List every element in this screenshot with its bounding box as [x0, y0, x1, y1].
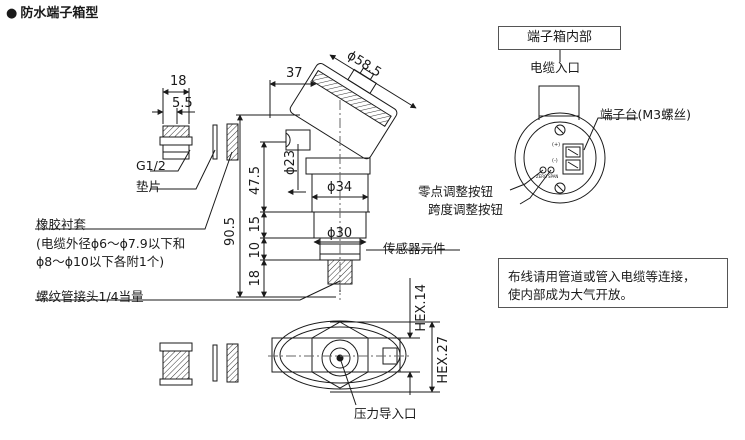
top-view: [271, 320, 407, 390]
label-cable-diameter-2: ϕ8～ϕ10以下各附1个): [36, 254, 165, 269]
neck: [305, 157, 371, 175]
rubber-bushing-part: [226, 123, 239, 161]
terminal-box-internal-view: [514, 48, 606, 204]
dim-hex14: HEX.14: [414, 284, 429, 332]
pin-plus-label: (+): [552, 142, 561, 148]
label-thread-fitting: 螺纹管接头1/4当量: [36, 289, 144, 304]
label-g12: G1/2: [136, 158, 166, 173]
dim-15: 15: [248, 216, 263, 233]
label-zero-adjust: 零点调整按钮: [418, 184, 494, 199]
title-bullet: ●: [6, 6, 18, 21]
label-terminal-block: 端子台(M3螺丝): [600, 107, 691, 122]
internal-view-title: 端子箱内部: [526, 30, 592, 45]
dim-phi23: ϕ23: [283, 150, 298, 176]
parts-bottom: [159, 342, 239, 386]
label-rubber-bushing: 橡胶衬套: [36, 217, 87, 232]
wiring-note-line-2: 使内部成为大气开放。: [508, 287, 634, 302]
gasket-part: [212, 124, 218, 160]
label-pressure-port: 压力导入口: [354, 406, 417, 421]
wiring-note-line-1: 布线请用管道或管入电缆等连接，: [508, 269, 696, 284]
pot-span-label: SPAN: [548, 174, 559, 179]
dim-5-5: 5.5: [172, 96, 193, 111]
dim-37: 37: [286, 66, 303, 81]
dim-18: 18: [170, 74, 187, 89]
dim-phi34: ϕ34: [327, 180, 353, 195]
title-text: 防水端子箱型: [20, 6, 99, 21]
dim-hex27: HEX.27: [436, 336, 451, 384]
label-span-adjust: 跨度调整按钮: [428, 202, 504, 217]
wiring-note-box: 布线请用管道或管入电缆等连接， 使内部成为大气开放。: [498, 258, 728, 308]
dim-10: 10: [248, 242, 263, 259]
label-cable-entry: 电缆入口: [530, 60, 581, 75]
page-title: ●防水端子箱型: [6, 2, 98, 21]
dim-90-5: 90.5: [223, 217, 238, 246]
dim-47-5: 47.5: [248, 166, 263, 195]
dim-18-lower: 18: [248, 270, 263, 287]
internal-view-title-box: 端子箱内部: [498, 26, 621, 50]
pot-zero-label: ZERO: [536, 174, 548, 179]
dim-phi30: ϕ30: [327, 226, 353, 241]
label-sensor-element: 传感器元件: [383, 241, 446, 256]
pin-minus-label: (-): [552, 158, 558, 164]
label-gasket: 垫片: [136, 179, 162, 194]
label-cable-diameter-1: (电缆外径ϕ6～ϕ7.9以下和: [36, 236, 186, 251]
